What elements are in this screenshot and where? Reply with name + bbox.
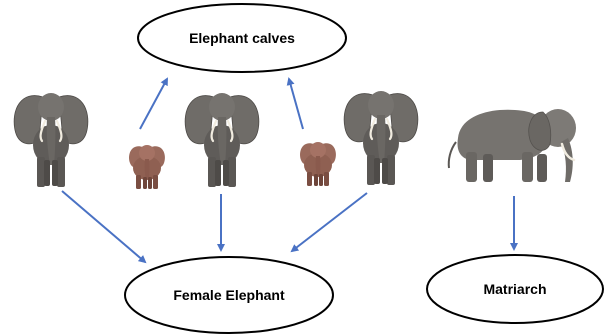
adult-elephant-1-image — [14, 93, 88, 187]
elephant-calf-2-image — [300, 142, 336, 186]
elephant-calf-1-image — [129, 145, 165, 189]
adult-elephant-3-image — [344, 91, 418, 185]
female-label: Female Elephant — [173, 287, 285, 303]
arrow-calf1-to-calves — [140, 79, 167, 129]
arrow-adult1-to-female — [62, 191, 145, 262]
adult-elephant-2-image — [185, 93, 259, 187]
arrow-adult3-to-female — [292, 193, 367, 251]
arrow-calf2-to-calves — [289, 79, 303, 129]
matriarch-elephant-image — [449, 109, 576, 182]
calves-label: Elephant calves — [189, 30, 295, 46]
matriarch-label: Matriarch — [483, 281, 546, 297]
